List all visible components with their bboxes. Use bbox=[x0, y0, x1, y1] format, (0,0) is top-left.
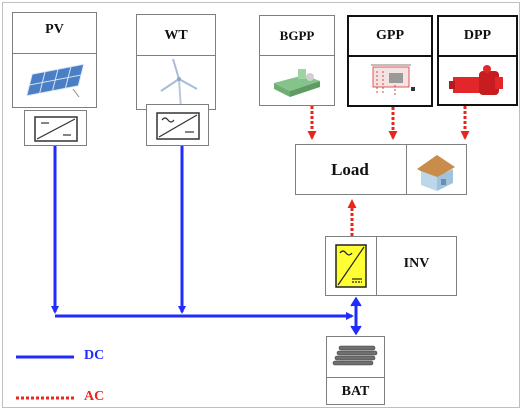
dpp-block: DPP bbox=[437, 15, 518, 106]
pv-block: PV bbox=[12, 12, 97, 108]
inv-divider bbox=[376, 237, 377, 295]
biogas-plant-icon bbox=[274, 69, 320, 97]
pv-converter bbox=[24, 110, 87, 146]
bat-label: BAT bbox=[341, 384, 370, 399]
battery-icon bbox=[332, 345, 378, 366]
gpp-label: GPP bbox=[376, 28, 404, 43]
gas-power-plant-icon bbox=[371, 64, 415, 95]
inv-label: INV bbox=[403, 256, 430, 271]
bgpp-divider bbox=[260, 55, 334, 56]
legend-dc-label: DC bbox=[84, 348, 105, 363]
load-divider bbox=[406, 145, 407, 194]
diesel-generator-icon bbox=[449, 65, 503, 95]
solar-panel-icon bbox=[26, 63, 85, 98]
wt-block: WT bbox=[136, 14, 216, 110]
bgpp-label: BGPP bbox=[279, 28, 315, 43]
bat-block: BAT bbox=[326, 336, 385, 405]
gpp-block: GPP bbox=[347, 15, 433, 107]
dc-bus-lines bbox=[51, 146, 362, 336]
bat-divider bbox=[327, 377, 384, 378]
ac-lines bbox=[307, 106, 470, 236]
inverter-icon bbox=[335, 244, 367, 288]
pv-label: PV bbox=[45, 22, 64, 37]
bgpp-block: BGPP bbox=[259, 15, 335, 106]
dpp-label: DPP bbox=[463, 28, 492, 43]
pv-divider bbox=[13, 53, 96, 54]
load-label: Load bbox=[331, 160, 369, 179]
ac-dc-converter-icon bbox=[156, 112, 200, 140]
diagram-frame bbox=[2, 2, 520, 408]
inv-block: INV bbox=[325, 236, 457, 296]
wt-label: WT bbox=[164, 28, 188, 43]
house-icon bbox=[417, 155, 455, 191]
dc-dc-converter-icon bbox=[34, 116, 78, 142]
inv-arrow bbox=[350, 296, 362, 307]
gpp-divider bbox=[349, 55, 431, 57]
wt-divider bbox=[137, 55, 215, 56]
bat-arrow bbox=[350, 325, 362, 336]
dpp-divider bbox=[439, 55, 516, 57]
legend-ac-label: AC bbox=[84, 389, 105, 404]
load-block: Load bbox=[295, 144, 467, 195]
wt-converter bbox=[146, 104, 209, 146]
